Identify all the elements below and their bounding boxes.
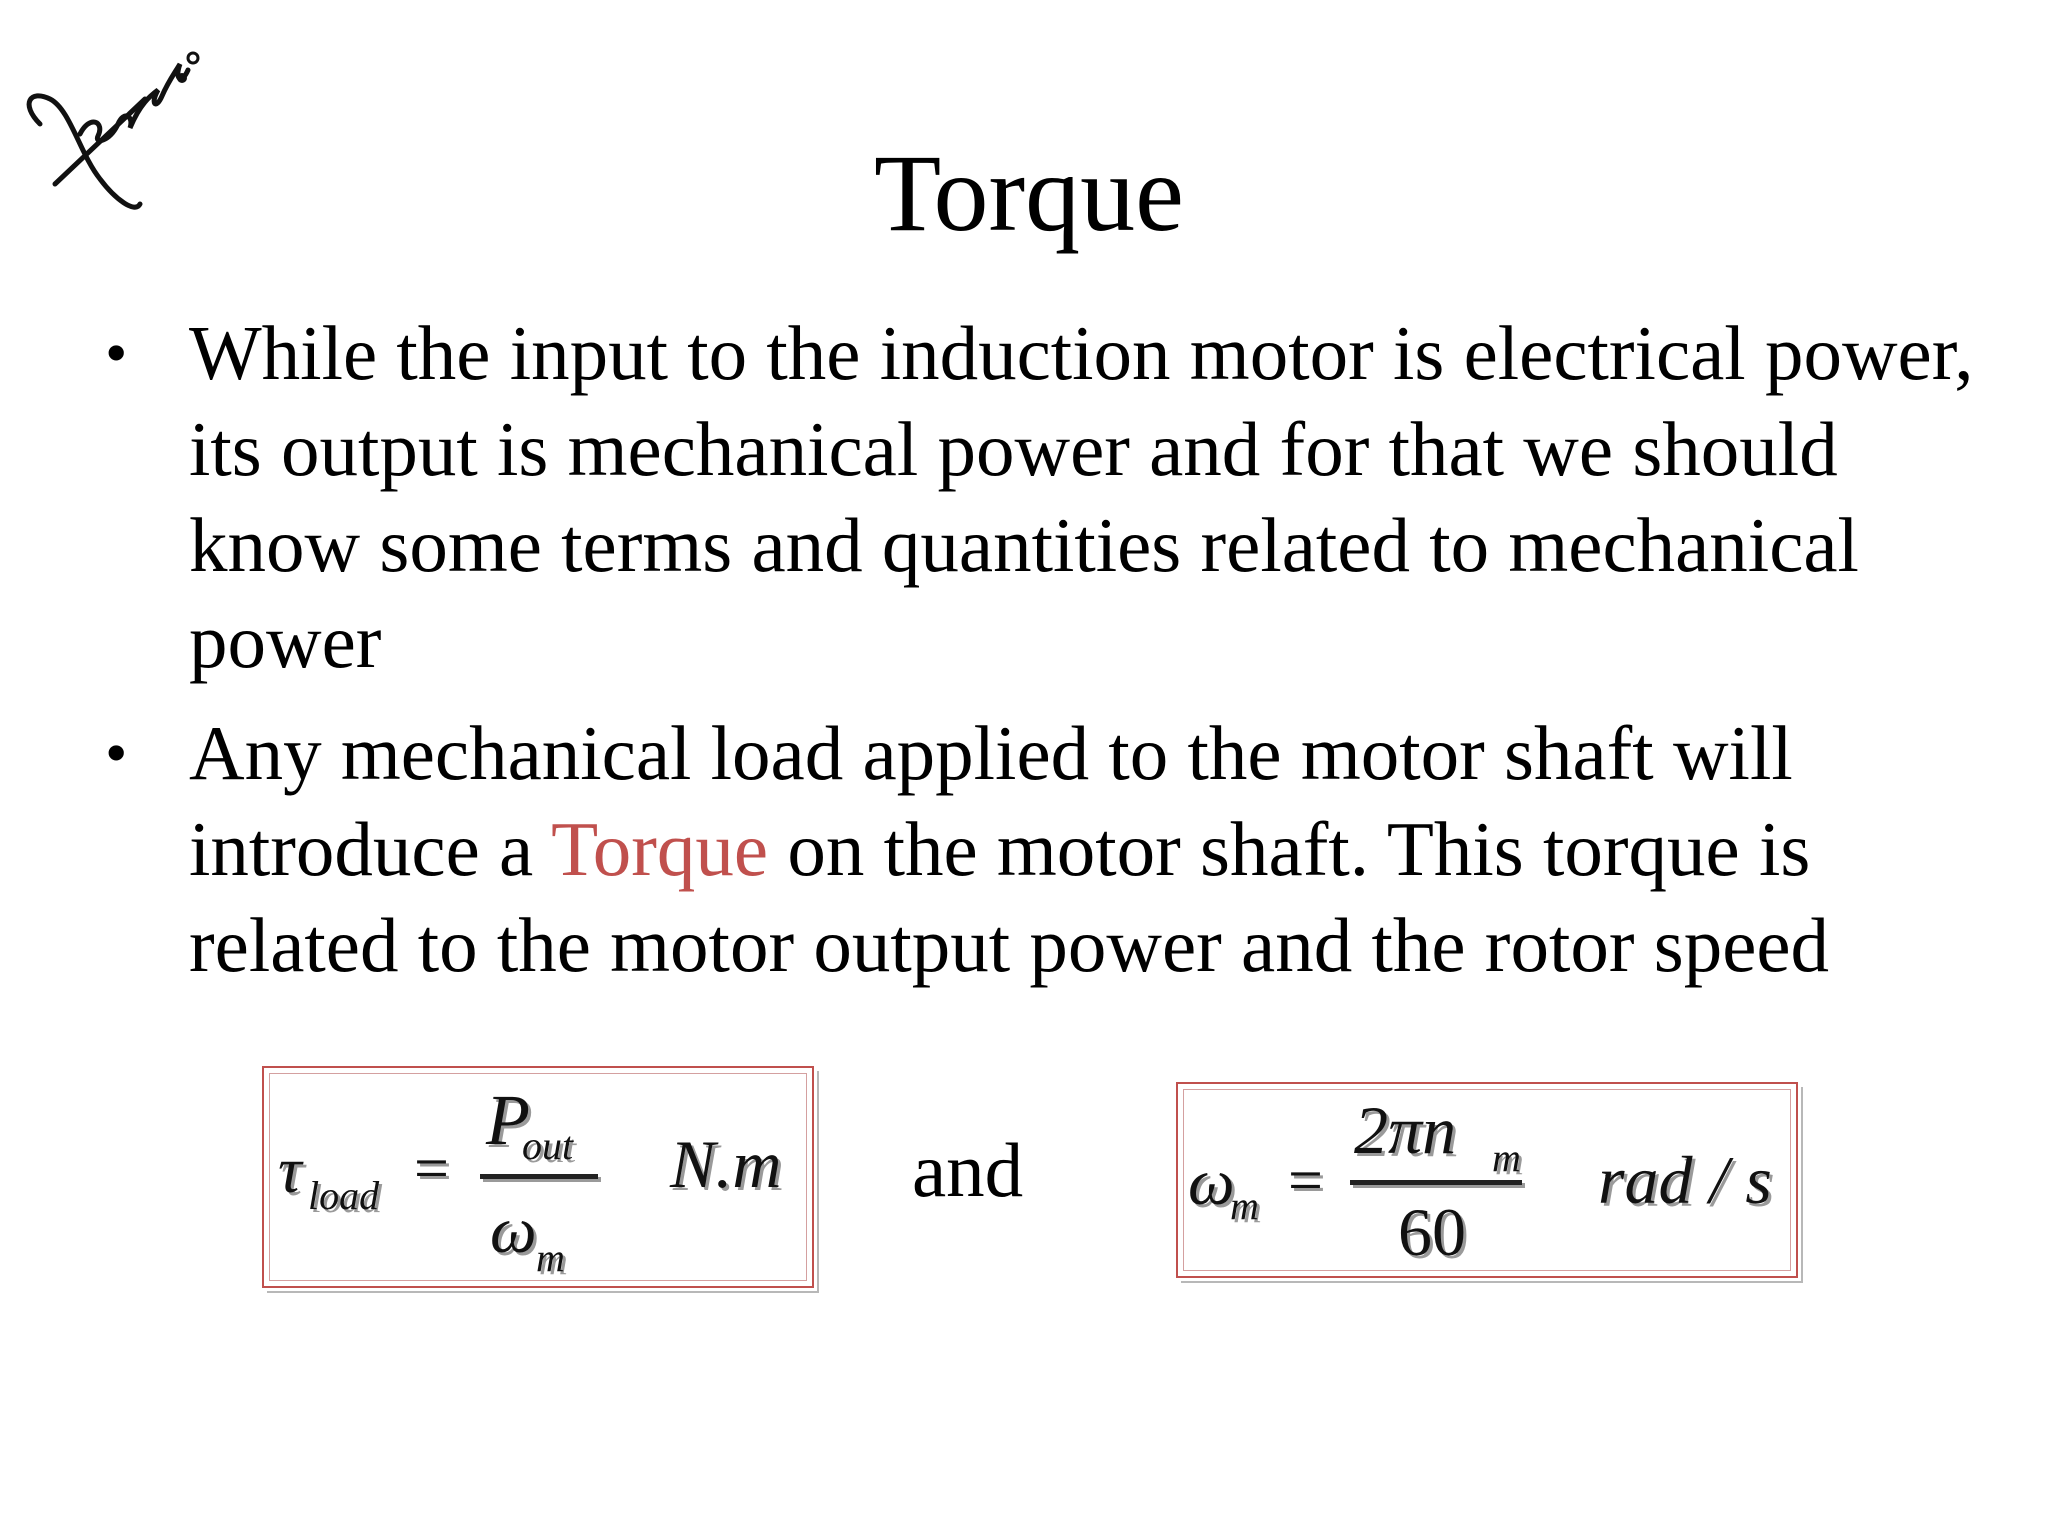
tau-subscript: load [308, 1173, 380, 1218]
connector-text: and [912, 1127, 1024, 1213]
n-subscript: m [1492, 1135, 1521, 1180]
two-pi-n-symbol: 2πn [1354, 1092, 1457, 1168]
bullet-list: • While the input to the induction motor… [105, 305, 2005, 993]
omega-m-symbol: ω [1188, 1146, 1235, 1219]
slide-title: Torque [874, 132, 1184, 254]
bullet-item-input-output: • While the input to the induction motor… [105, 305, 2005, 689]
fraction-bar [480, 1174, 598, 1179]
denominator-sixty: 60 [1398, 1194, 1466, 1270]
signature-mark [26, 51, 200, 210]
equals-sign: = [414, 1135, 449, 1203]
speed-unit: rad / s [1598, 1142, 1772, 1218]
torque-unit: N.m [670, 1126, 782, 1202]
speed-formula-inner-border [1183, 1089, 1791, 1271]
bullet-marker: • [105, 717, 128, 788]
fraction-bar [1350, 1180, 1522, 1185]
bullet-item-torque: • Any mechanical load applied to the mot… [105, 705, 2005, 993]
omega-symbol: ω [490, 1194, 537, 1267]
power-symbol: P [486, 1080, 530, 1160]
bullet-text-after: on the motor shaft. This torque is relat… [189, 806, 1830, 988]
bullet-text: While the input to the induction motor i… [189, 310, 1974, 684]
equals-sign: = [1288, 1147, 1323, 1215]
power-subscript: out [522, 1123, 574, 1168]
torque-formula-box: τ load = P out ω m N.m [262, 1066, 814, 1288]
torque-highlight: Torque [551, 806, 769, 892]
torque-formula-inner-border [269, 1073, 807, 1281]
tau-symbol: τ [278, 1134, 302, 1207]
speed-formula-box: ω m = 2πn m 60 rad / s [1176, 1082, 1798, 1278]
omega-m-subscript: m [1230, 1183, 1259, 1228]
bullet-text-before: Any mechanical load applied to the motor… [189, 710, 1793, 892]
omega-subscript: m [536, 1235, 565, 1280]
bullet-marker: • [105, 317, 128, 388]
